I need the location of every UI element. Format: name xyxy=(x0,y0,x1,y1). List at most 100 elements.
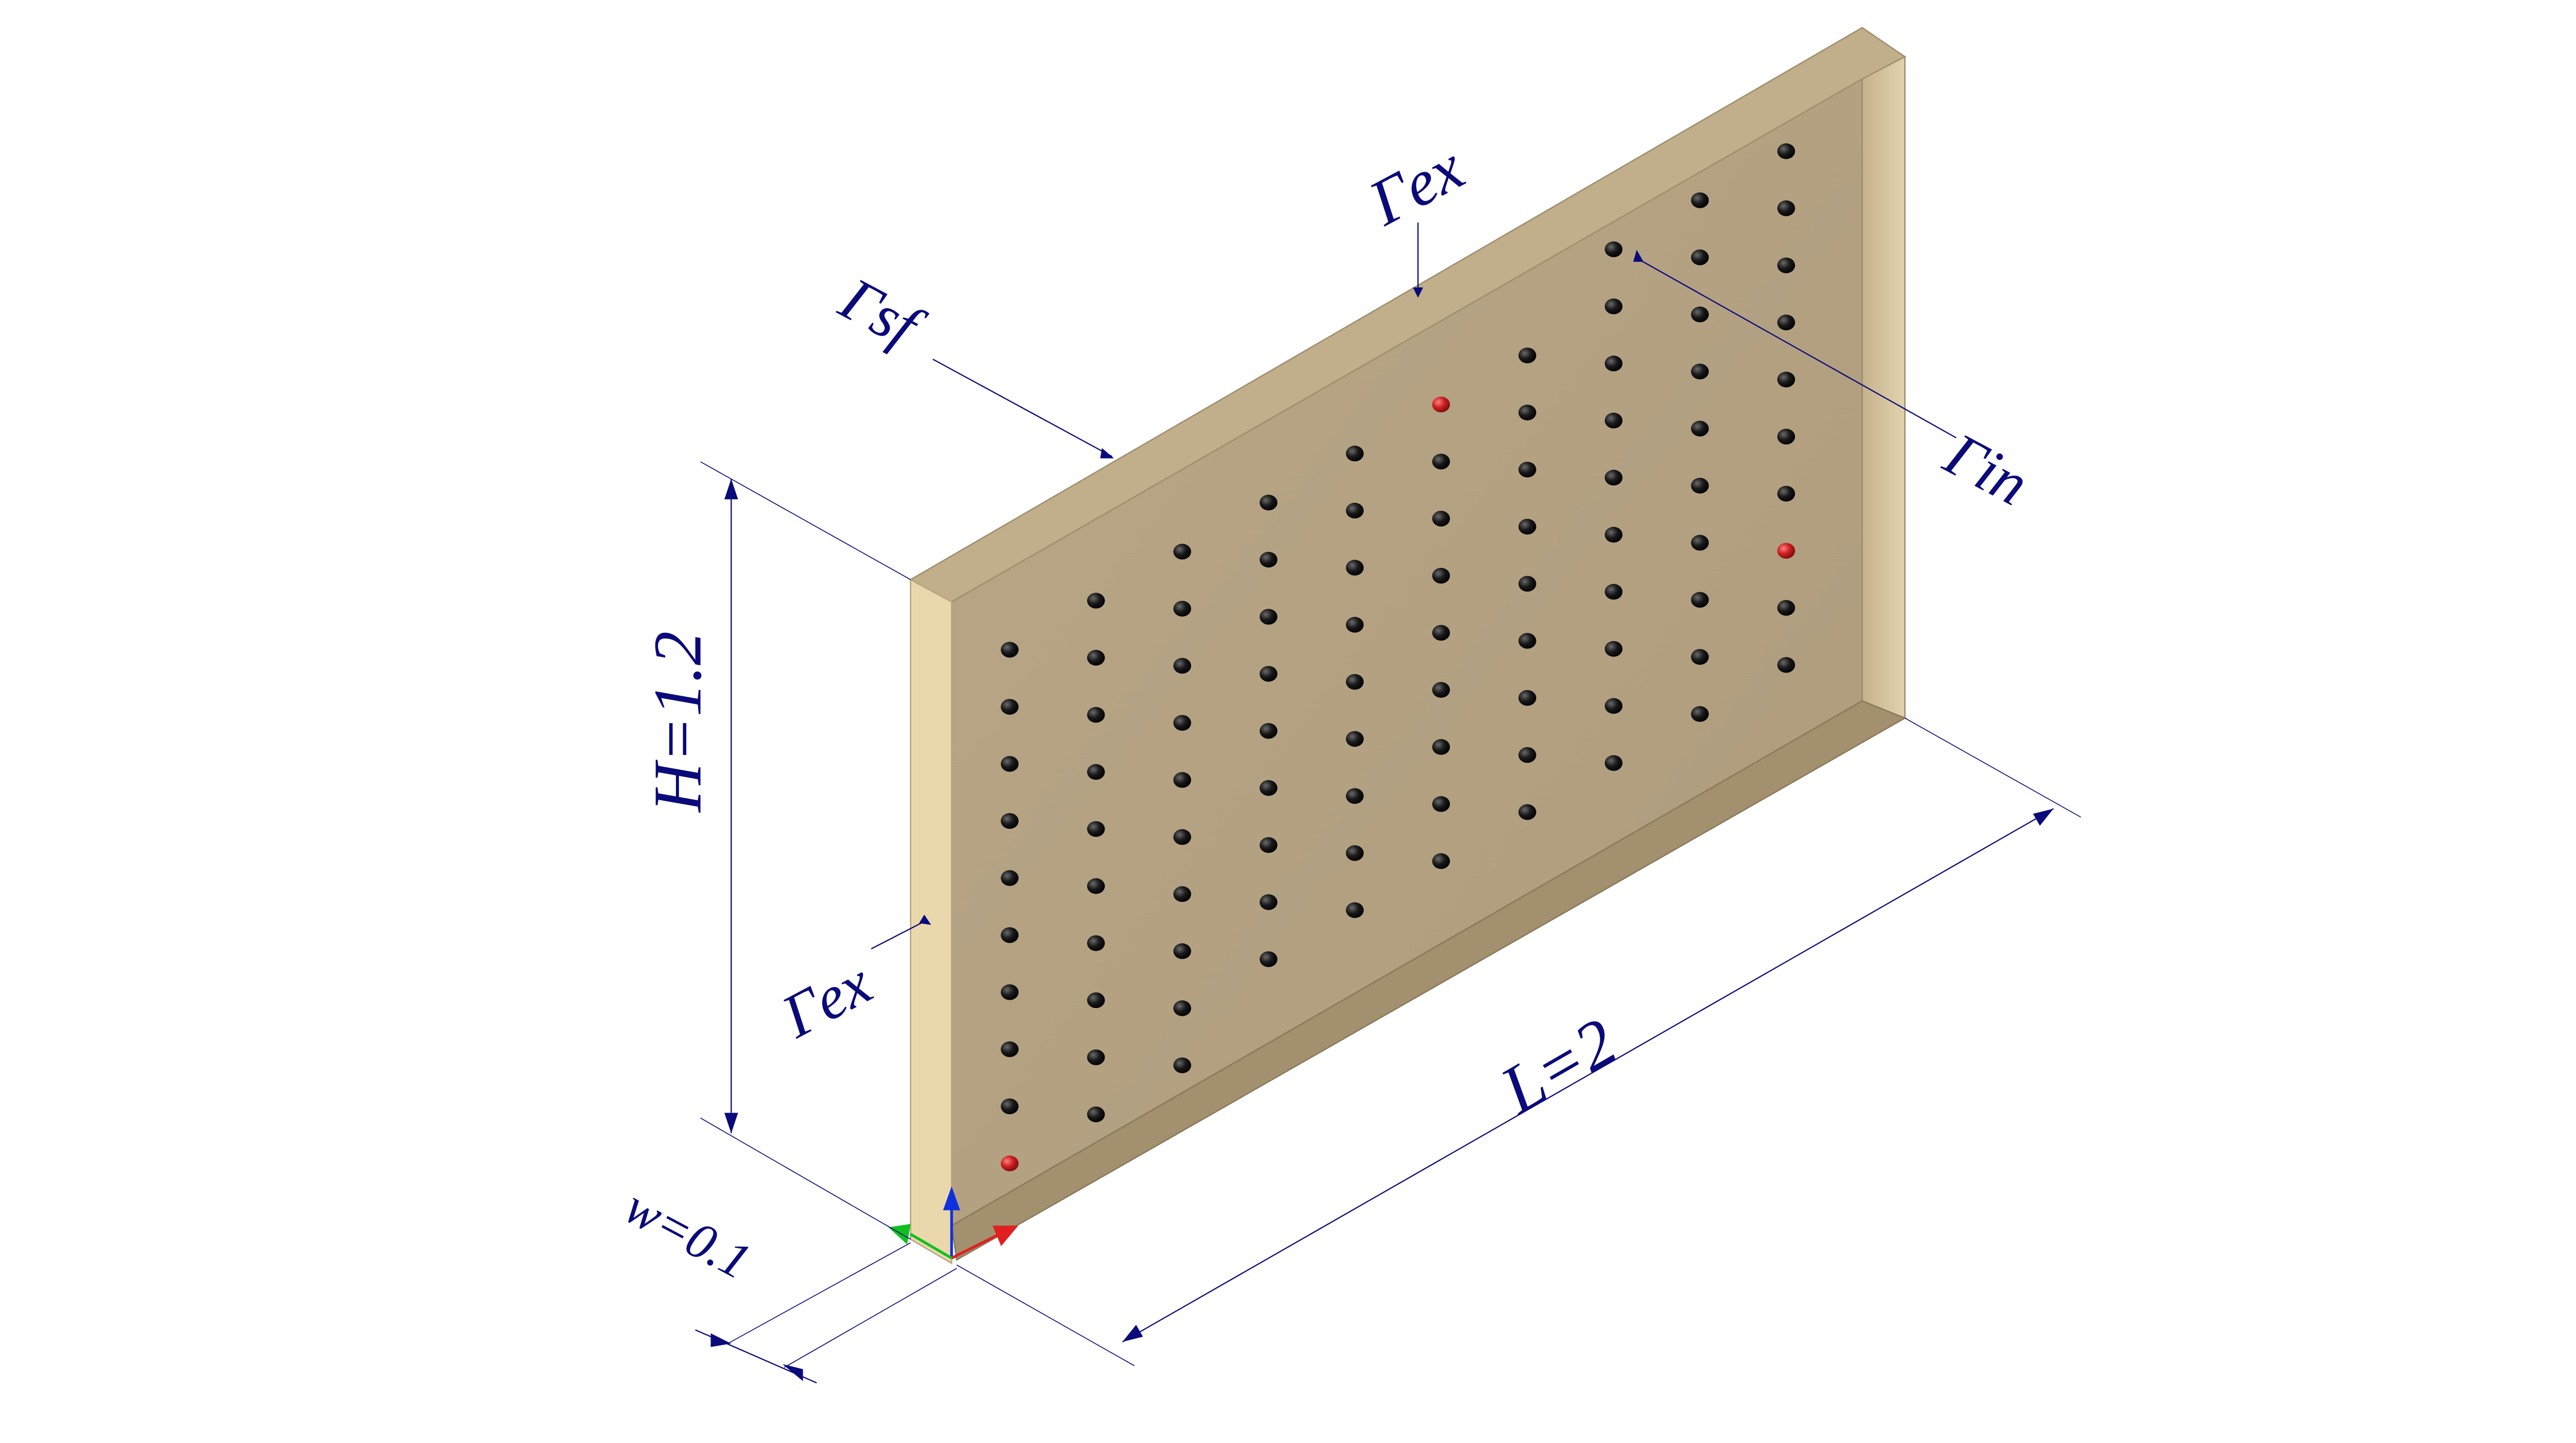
width-label: w=0.1 xyxy=(616,1178,760,1290)
sensor-point xyxy=(1518,690,1536,706)
sensor-point xyxy=(1691,306,1709,323)
sensor-point xyxy=(1173,544,1191,560)
gamma-ex-top-label: Γex xyxy=(1357,131,1475,240)
sensor-point xyxy=(1691,592,1709,608)
sensor-point xyxy=(1518,461,1536,478)
highlighted-sensor xyxy=(1001,1155,1019,1171)
sensor-point xyxy=(1346,845,1364,861)
sensor-point xyxy=(1691,706,1709,722)
sensor-point xyxy=(1777,372,1795,388)
plate-body xyxy=(909,27,1907,1265)
sensor-point xyxy=(1259,894,1278,910)
sensor-point xyxy=(1087,935,1105,951)
sensor-point xyxy=(1432,796,1450,812)
sensor-point xyxy=(1518,405,1536,421)
sensor-point xyxy=(1518,347,1536,363)
sensor-point xyxy=(1432,625,1450,641)
sensor-point xyxy=(1777,143,1795,159)
sensor-point xyxy=(1087,650,1105,666)
length-label: L=2 xyxy=(1487,1003,1629,1129)
sensor-point xyxy=(1346,731,1364,747)
sensor-point xyxy=(1087,821,1105,837)
axis-triad-icon xyxy=(888,1186,1019,1260)
sensor-point xyxy=(1518,804,1536,820)
sensor-point xyxy=(1432,682,1450,698)
sensor-point xyxy=(1691,478,1709,494)
sensor-point xyxy=(1087,1106,1105,1122)
gamma-ex-left-leader xyxy=(871,919,928,950)
sensor-point xyxy=(1604,241,1623,258)
sensor-point xyxy=(1087,992,1105,1009)
sensor-point xyxy=(1346,445,1364,462)
sensor-grid xyxy=(1001,143,1795,1171)
sensor-point xyxy=(1518,747,1536,763)
gamma-in-leader xyxy=(1639,259,1957,439)
sensor-point xyxy=(1259,551,1278,568)
sensor-point xyxy=(1777,257,1795,274)
sensor-point xyxy=(1259,837,1278,853)
sensor-point xyxy=(1173,1000,1191,1016)
gamma-ex-left-label: Γex xyxy=(771,948,882,1051)
sensor-point xyxy=(1604,527,1623,543)
sensor-point xyxy=(1259,723,1278,739)
sensor-point xyxy=(1346,788,1364,804)
sensor-point xyxy=(1777,428,1795,445)
sensor-point xyxy=(1604,412,1623,429)
sensor-point xyxy=(1259,951,1278,967)
sensor-point xyxy=(1001,699,1019,715)
sensor-point xyxy=(1604,698,1623,714)
sensor-point xyxy=(1087,593,1105,609)
left-rim-face xyxy=(910,578,953,1265)
sensor-point xyxy=(1691,249,1709,265)
sensor-point xyxy=(1777,657,1795,673)
sensor-point xyxy=(1691,421,1709,437)
sensor-point xyxy=(1777,200,1795,216)
sensor-point xyxy=(1604,298,1623,314)
sensor-point xyxy=(1691,649,1709,665)
highlighted-sensor xyxy=(1432,396,1450,413)
sensor-point xyxy=(1604,356,1623,372)
sensor-point xyxy=(1259,609,1278,625)
sensor-point xyxy=(1001,1098,1019,1115)
sensor-point xyxy=(1173,829,1191,845)
sensor-point xyxy=(1346,617,1364,633)
sensor-point xyxy=(1604,469,1623,486)
sensor-point xyxy=(1001,813,1019,829)
sensor-point xyxy=(1173,715,1191,731)
sensor-point xyxy=(1087,707,1105,723)
sensor-point xyxy=(1518,633,1536,649)
inner-right-wall xyxy=(1861,55,1906,719)
sensor-point xyxy=(1259,666,1278,682)
sensor-point xyxy=(1432,853,1450,869)
sensor-point xyxy=(1173,943,1191,959)
sensor-point xyxy=(1001,642,1019,658)
sensor-point xyxy=(1173,772,1191,788)
sensor-point xyxy=(1604,584,1623,600)
sensor-point xyxy=(1087,1049,1105,1065)
sensor-point xyxy=(1777,600,1795,616)
sensor-point xyxy=(1259,494,1278,511)
height-label: H=1.2 xyxy=(640,631,716,813)
sensor-point xyxy=(1087,764,1105,780)
sensor-point xyxy=(1777,485,1795,502)
sensor-point xyxy=(1001,756,1019,772)
sensor-point xyxy=(1432,511,1450,527)
sensor-point xyxy=(1604,641,1623,657)
highlighted-sensor xyxy=(1777,543,1795,559)
sensor-point xyxy=(1432,739,1450,755)
sensor-point xyxy=(1173,658,1191,674)
sensor-point xyxy=(1346,674,1364,690)
sensor-point xyxy=(1346,560,1364,576)
gamma-sf-leader xyxy=(933,358,1113,458)
sensor-point xyxy=(1001,984,1019,1000)
sensor-point xyxy=(1087,878,1105,894)
sensor-point xyxy=(1432,567,1450,584)
sensor-point xyxy=(1691,363,1709,380)
sensor-point xyxy=(1777,314,1795,330)
sensor-point xyxy=(1518,576,1536,592)
length-dim-line xyxy=(1122,808,2054,1343)
gamma-sf-label: Γsf xyxy=(829,264,935,363)
sensor-point xyxy=(1173,886,1191,902)
sensor-point xyxy=(1173,1057,1191,1073)
